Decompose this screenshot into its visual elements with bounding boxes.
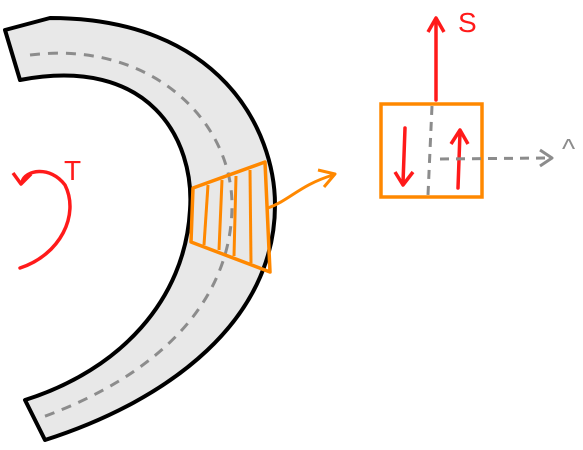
shear-label: S	[458, 7, 477, 38]
normal-label: ^	[562, 133, 575, 164]
section-hatch-1	[202, 184, 210, 246]
down-shear-arrow	[393, 126, 415, 187]
shear-force-arrow	[426, 16, 446, 102]
torque-arrow	[11, 169, 72, 270]
torque-label: T	[64, 155, 81, 186]
section-hatch-3	[232, 175, 238, 257]
section-outline	[189, 160, 272, 274]
element-centerline	[426, 105, 434, 196]
section-hatch-2	[217, 179, 224, 251]
section-arrow	[267, 168, 337, 210]
cut-section	[189, 160, 272, 274]
section-hatch-4	[248, 169, 253, 264]
curved-tube-body	[3, 16, 277, 442]
normal-axis-arrow	[439, 148, 554, 168]
stress-element-box	[379, 102, 484, 199]
